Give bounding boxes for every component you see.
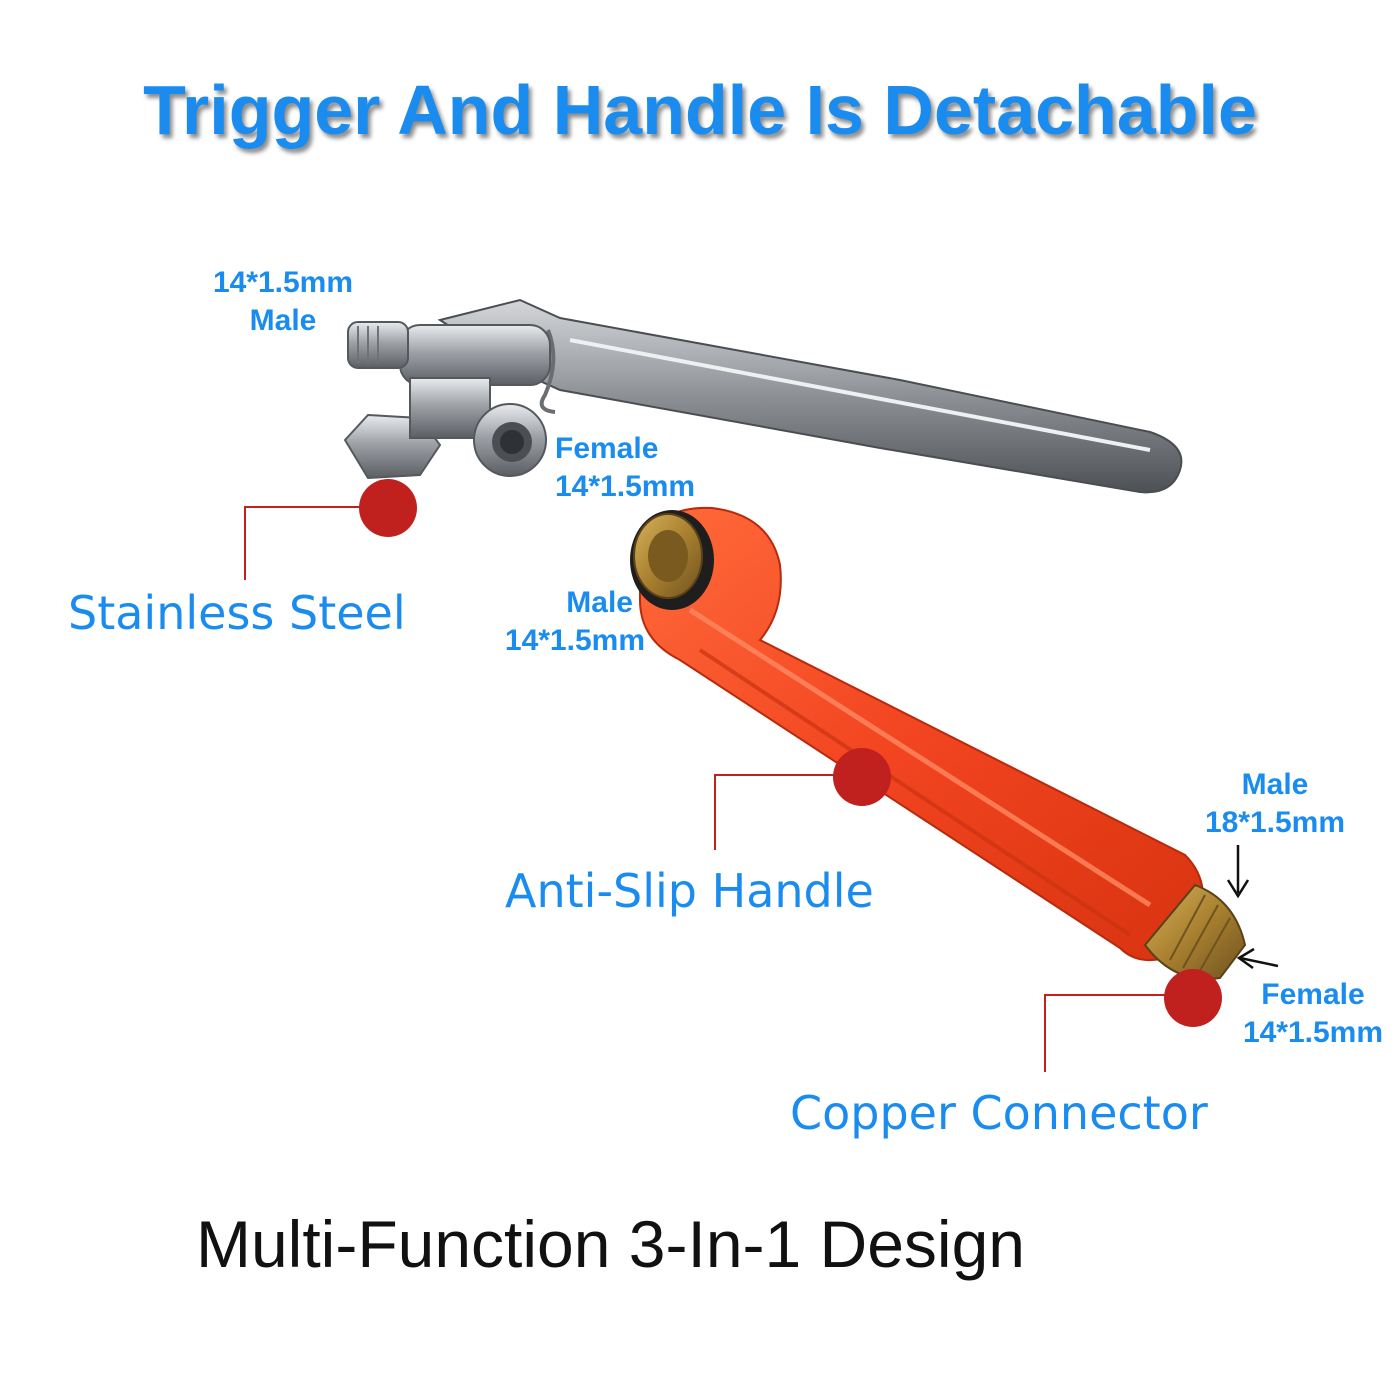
spec-trigger-male: 14*1.5mm Male [198,264,368,340]
callout-markers [244,479,1222,1072]
spec-handle-rear-male: Male 18*1.5mm [1190,766,1360,842]
marker-copper [1164,969,1222,1027]
callout-stainless-steel: Stainless Steel [68,586,406,640]
spec-handle-rear-female-size: 14*1.5mm [1242,1016,1384,1049]
copper-connector [1143,883,1247,980]
connector-arrows [1226,845,1279,970]
footer-tagline: Multi-Function 3-In-1 Design [196,1207,1025,1281]
page-title: Trigger And Handle Is Detachable [143,71,1257,149]
spec-handle-front-male-type: Male [566,586,633,619]
trigger-valve [343,298,1183,494]
lever-highlight [569,338,1151,452]
spec-handle-rear-female: Female 14*1.5mm [1228,976,1398,1052]
leader-line-handle [714,774,835,850]
spec-trigger-male-size: 14*1.5mm [212,266,354,299]
arrow-left [1239,956,1279,968]
spec-handle-rear-male-type: Male [1241,768,1309,801]
spec-trigger-female: Female 14*1.5mm [555,430,695,506]
marker-handle [833,748,891,806]
leader-line-copper [1044,994,1165,1072]
marker-stainless [359,479,417,537]
callout-anti-slip-handle: Anti-Slip Handle [505,864,874,918]
lever-clip [539,329,556,414]
spec-trigger-male-type: Male [249,304,317,337]
spec-trigger-female-size: 14*1.5mm [555,470,696,503]
spec-handle-rear-male-size: 18*1.5mm [1204,806,1346,839]
spec-trigger-female-type: Female [555,432,659,465]
anti-slip-handle [630,506,1247,980]
callout-copper-connector: Copper Connector [790,1086,1208,1140]
spec-handle-rear-female-type: Female [1261,978,1365,1011]
trigger-lever [437,298,1183,494]
leader-line-stainless [244,506,360,580]
valve-body [399,324,551,386]
spec-handle-front-male-size: 14*1.5mm [504,624,645,657]
spec-handle-front-male: Male 14*1.5mm [480,584,645,660]
